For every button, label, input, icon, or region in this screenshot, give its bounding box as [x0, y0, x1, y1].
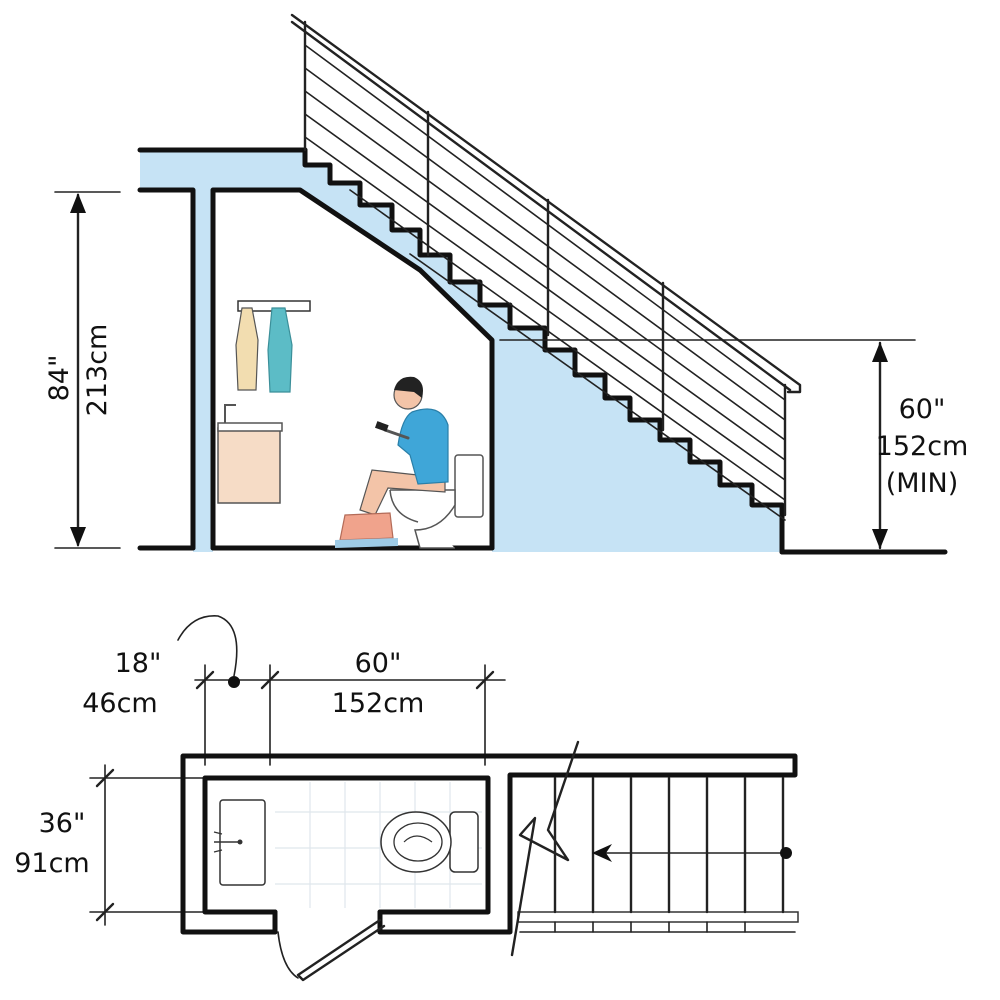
sink-cabinet — [217, 404, 283, 504]
under-stair-ceiling — [137, 187, 196, 551]
stair-direction-arrow — [592, 844, 612, 862]
stair-steps — [302, 147, 785, 555]
room-length-imperial: 60" — [355, 648, 402, 679]
plan-top-dimensions — [177, 615, 506, 766]
room-depth-imperial: 36" — [39, 808, 86, 839]
stair-cut-line — [510, 740, 580, 957]
left-wall-fill — [193, 190, 213, 552]
stair-structure-fill — [140, 150, 782, 552]
person-shirt — [397, 408, 449, 485]
teal-towel — [267, 307, 293, 393]
room-length-metric: 152cm — [332, 688, 425, 719]
section-view: 84" 213cm 60" 152cm (MIN) — [44, 13, 969, 555]
rug — [339, 512, 394, 541]
stair-railing — [290, 13, 802, 521]
plan-left-dimension — [89, 764, 206, 926]
phone — [374, 421, 389, 432]
sink-plan — [213, 799, 266, 886]
left-height-imperial: 84" — [44, 355, 75, 402]
right-height-note: (MIN) — [886, 468, 959, 499]
stair-plan — [510, 740, 799, 957]
room-depth-metric: 91cm — [14, 848, 90, 879]
toilet-side — [389, 454, 484, 549]
toilet-plan — [380, 811, 479, 873]
sink-width-imperial: 18" — [115, 648, 162, 679]
left-height-metric: 213cm — [82, 324, 113, 417]
sink-width-metric: 46cm — [82, 688, 158, 719]
inner-wall — [210, 187, 495, 551]
right-height-imperial: 60" — [899, 394, 946, 425]
plan-view: 18" 46cm 60" 152cm 36" 91cm — [14, 615, 799, 982]
right-height-dimension — [872, 341, 888, 550]
bathroom-door — [277, 918, 386, 982]
person-hair — [394, 376, 423, 398]
yellow-towel — [235, 307, 259, 391]
person-on-phone — [335, 376, 449, 548]
bathroom-inner-wall — [202, 775, 491, 915]
right-height-metric: 152cm — [876, 431, 969, 462]
towel-bar — [235, 300, 311, 393]
left-height-dimension — [54, 191, 121, 549]
bathroom-outer-wall — [180, 753, 798, 935]
